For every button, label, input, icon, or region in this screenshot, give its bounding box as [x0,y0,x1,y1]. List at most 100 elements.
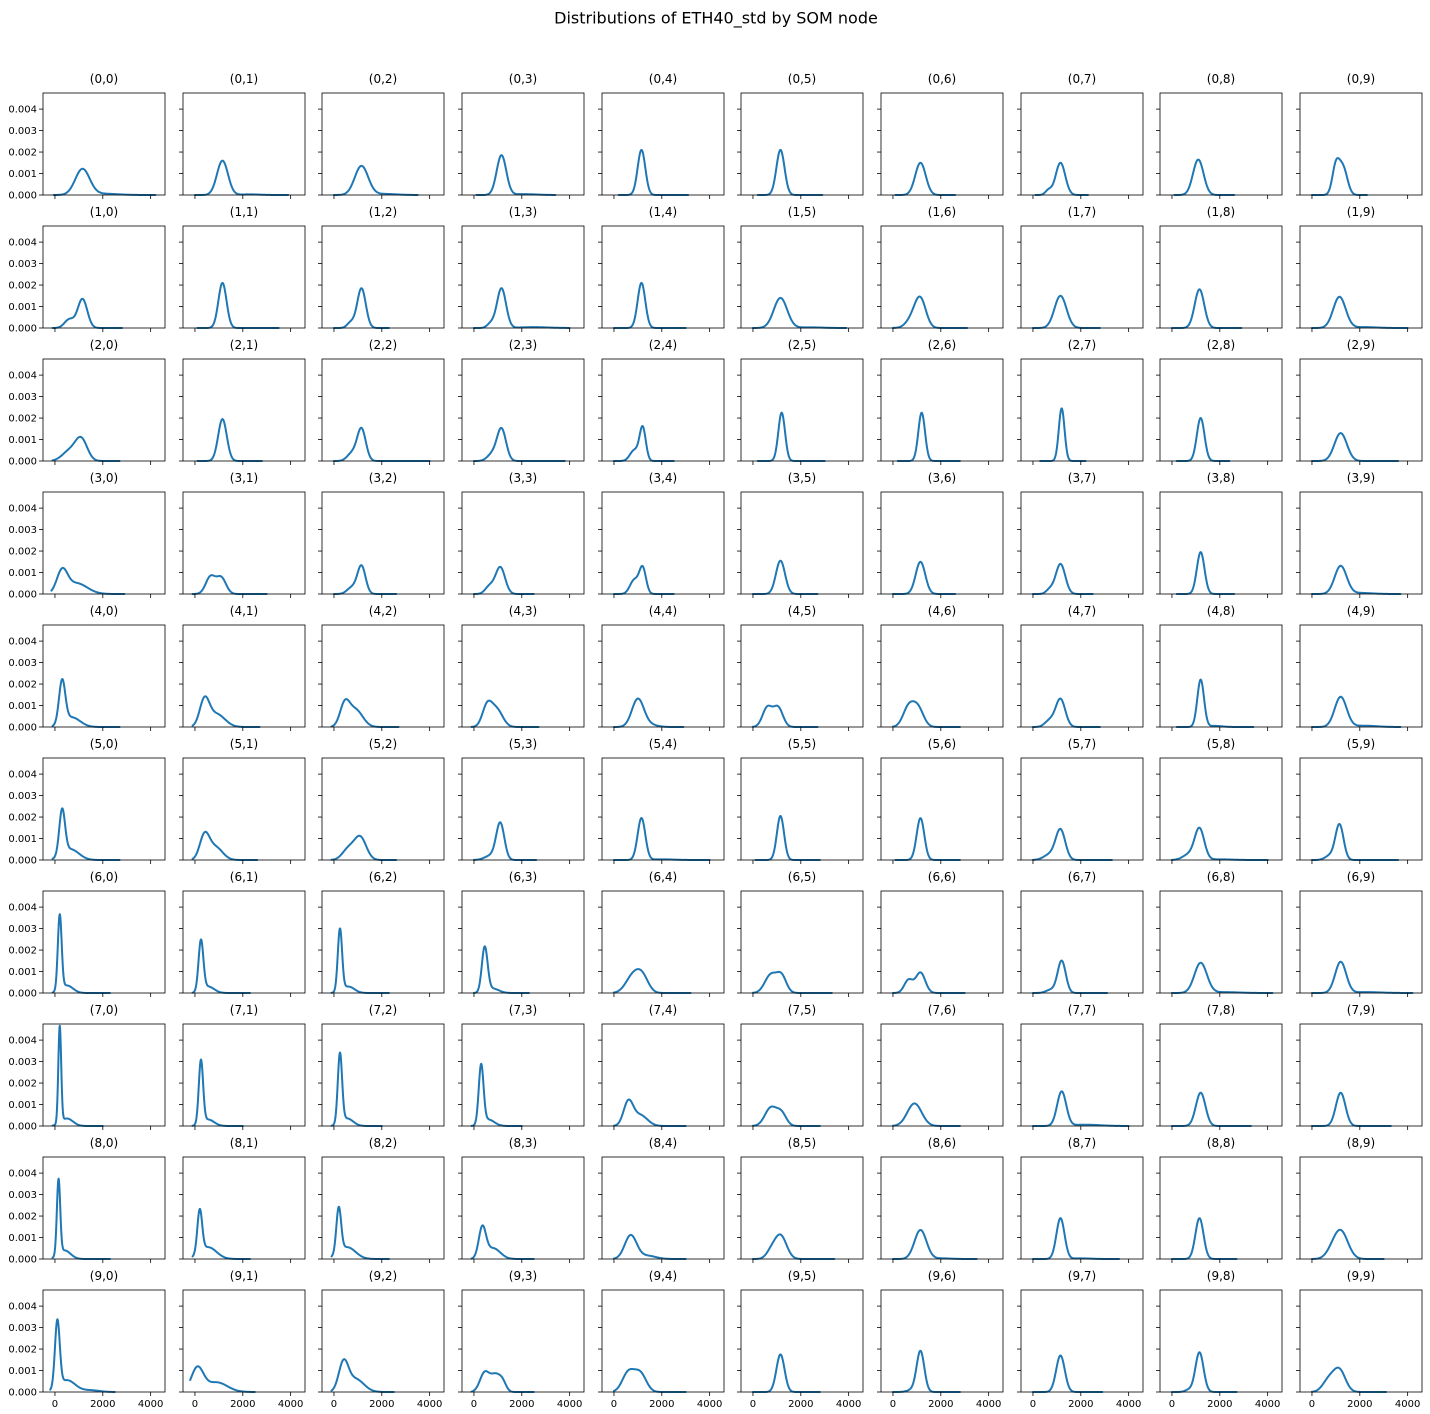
subplot-title: (2,2) [369,338,397,352]
subplot-8-8: (8,8) [1156,1136,1283,1263]
x-tick-label: 2000 [788,1399,813,1410]
axes-frame [1299,1023,1423,1127]
y-tick-label: 0.003 [8,259,37,270]
subplot-title: (8,4) [649,1136,677,1150]
subplot-title: (9,1) [230,1269,258,1283]
y-tick-label: 0.001 [8,302,37,313]
axes-frame [182,1156,306,1260]
axes-frame [1020,1023,1144,1127]
axes-frame [880,491,1004,595]
subplot-title: (4,7) [1068,604,1096,618]
axes-frame [1159,225,1283,329]
subplot-8-3: (8,3) [458,1136,585,1263]
subplot-title: (0,7) [1068,72,1096,86]
axes-frame [1159,890,1283,994]
subplot-6-7: (6,7) [1017,870,1144,997]
subplot-1-6: (1,6) [877,205,1004,332]
subplot-title: (6,1) [230,870,258,884]
subplot-title: (8,3) [509,1136,537,1150]
axes-frame [182,225,306,329]
axes-frame [42,358,166,462]
subplot-title: (7,3) [509,1003,537,1017]
subplot-title: (4,0) [90,604,118,618]
axes-frame [740,890,864,994]
subplot-5-1: (5,1) [179,737,306,864]
axes-frame [42,624,166,728]
y-tick-label: 0.002 [8,1212,37,1223]
x-tick-label: 4000 [836,1399,861,1410]
y-tick-label: 0.001 [8,1366,37,1377]
subplot-0-8: (0,8) [1156,72,1283,199]
x-tick-label: 0 [1030,1399,1036,1410]
y-tick-label: 0.002 [8,1079,37,1090]
axes-frame [182,358,306,462]
x-tick-label: 2000 [90,1399,115,1410]
y-tick-label: 0.003 [8,525,37,536]
axes-frame [740,358,864,462]
y-tick-label: 0.000 [8,989,37,1000]
axes-frame [740,624,864,728]
y-tick-label: 0.001 [8,568,37,579]
y-tick-label: 0.003 [8,392,37,403]
subplot-6-8: (6,8) [1156,870,1283,997]
x-tick-label: 4000 [417,1399,442,1410]
subplot-title: (5,8) [1207,737,1235,751]
subplot-7-9: (7,9) [1296,1003,1423,1130]
y-tick-label: 0.002 [8,680,37,691]
subplot-title: (5,2) [369,737,397,751]
axes-frame [740,225,864,329]
axes-frame [1299,92,1423,196]
subplot-6-1: (6,1) [179,870,306,997]
axes-frame [182,757,306,861]
subplot-title: (3,7) [1068,471,1096,485]
subplot-title: (1,0) [90,205,118,219]
axes-frame [1299,757,1423,861]
figure-title: Distributions of ETH40_std by SOM node [554,9,878,29]
subplot-title: (6,6) [928,870,956,884]
x-tick-label: 2000 [369,1399,394,1410]
subplot-2-5: (2,5) [737,338,864,465]
axes-frame [880,1023,1004,1127]
x-tick-label: 2000 [649,1399,674,1410]
subplot-title: (7,8) [1207,1003,1235,1017]
subplot-title: (7,1) [230,1003,258,1017]
axes-frame [1020,92,1144,196]
y-tick-label: 0.003 [8,126,37,137]
subplot-title: (5,0) [90,737,118,751]
x-tick-label: 2000 [1207,1399,1232,1410]
x-tick-label: 2000 [509,1399,534,1410]
subplot-title: (3,5) [788,471,816,485]
subplot-4-3: (4,3) [458,604,585,731]
axes-frame [461,1023,585,1127]
x-tick-label: 0 [331,1399,337,1410]
subplot-8-4: (8,4) [598,1136,725,1263]
axes-frame [321,624,445,728]
axes-frame [601,225,725,329]
axes-frame [601,491,725,595]
subplot-8-7: (8,7) [1017,1136,1144,1263]
subplot-5-3: (5,3) [458,737,585,864]
subplot-title: (1,5) [788,205,816,219]
subplot-4-8: (4,8) [1156,604,1283,731]
axes-frame [321,358,445,462]
subplot-title: (0,9) [1347,72,1375,86]
subplot-7-7: (7,7) [1017,1003,1144,1130]
axes-frame [461,1156,585,1260]
subplot-title: (4,2) [369,604,397,618]
x-tick-label: 0 [890,1399,896,1410]
subplot-title: (9,2) [369,1269,397,1283]
y-tick-label: 0.004 [8,1302,37,1313]
x-tick-label: 2000 [1347,1399,1372,1410]
subplot-title: (4,4) [649,604,677,618]
axes-frame [1020,624,1144,728]
y-tick-label: 0.001 [8,435,37,446]
axes-frame [601,757,725,861]
subplot-title: (0,8) [1207,72,1235,86]
